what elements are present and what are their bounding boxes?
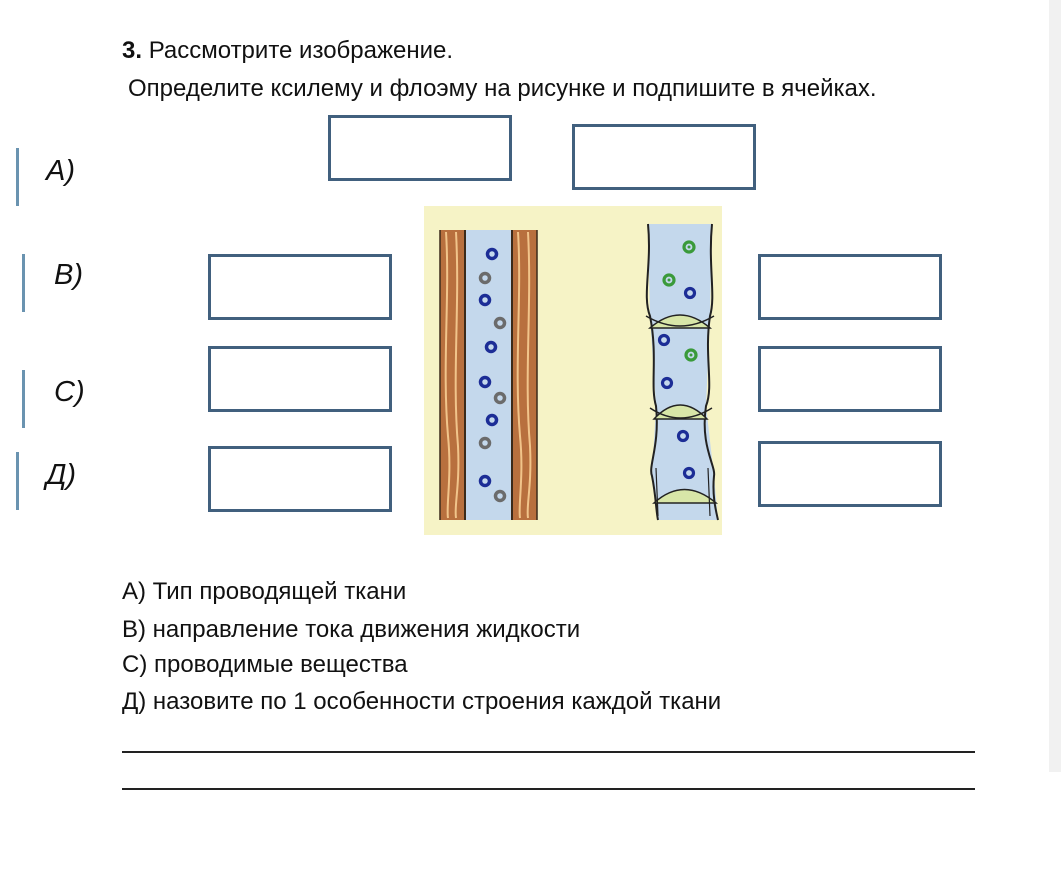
row-bar-b — [22, 254, 25, 312]
answer-box-b-right[interactable] — [758, 254, 942, 320]
xylem-solutes — [478, 247, 507, 503]
question-instruction: Определите ксилему и флоэму на рисунке и… — [128, 75, 877, 102]
row-bar-d — [16, 452, 19, 510]
phloem-solutes — [657, 240, 698, 480]
legend-item-a: А) Тип проводящей ткани — [122, 578, 407, 605]
answer-box-d-right[interactable] — [758, 441, 942, 507]
answer-line-1[interactable] — [122, 751, 975, 753]
xylem-vessel — [439, 230, 538, 520]
question-title-text: Рассмотрите изображение. — [148, 37, 454, 64]
answer-box-d-left[interactable] — [208, 446, 392, 512]
answer-box-a-right[interactable] — [572, 124, 756, 190]
answer-line-2[interactable] — [122, 788, 975, 790]
xylem-phloem-figure — [424, 206, 722, 535]
row-bar-a — [16, 148, 19, 206]
question-number: 3. — [122, 37, 143, 64]
question-title: 3. Рассмотрите изображение. — [122, 37, 453, 65]
legend-item-c: С) проводимые вещества — [122, 651, 408, 678]
row-label-b: В) — [54, 259, 83, 291]
row-label-d: Д) — [46, 459, 77, 491]
answer-box-a-left[interactable] — [328, 115, 512, 181]
row-bar-c — [22, 370, 25, 428]
row-label-a: А) — [46, 155, 75, 187]
row-label-c: С) — [54, 376, 85, 408]
answer-box-b-left[interactable] — [208, 254, 392, 320]
phloem-sieve-tube — [645, 223, 719, 521]
legend-item-d: Д) назовите по 1 особенности строения ка… — [122, 688, 722, 715]
legend-item-b: В) направление тока движения жидкости — [122, 616, 581, 643]
answer-box-c-right[interactable] — [758, 346, 942, 412]
answer-box-c-left[interactable] — [208, 346, 392, 412]
page-edge-strip — [1049, 0, 1061, 772]
